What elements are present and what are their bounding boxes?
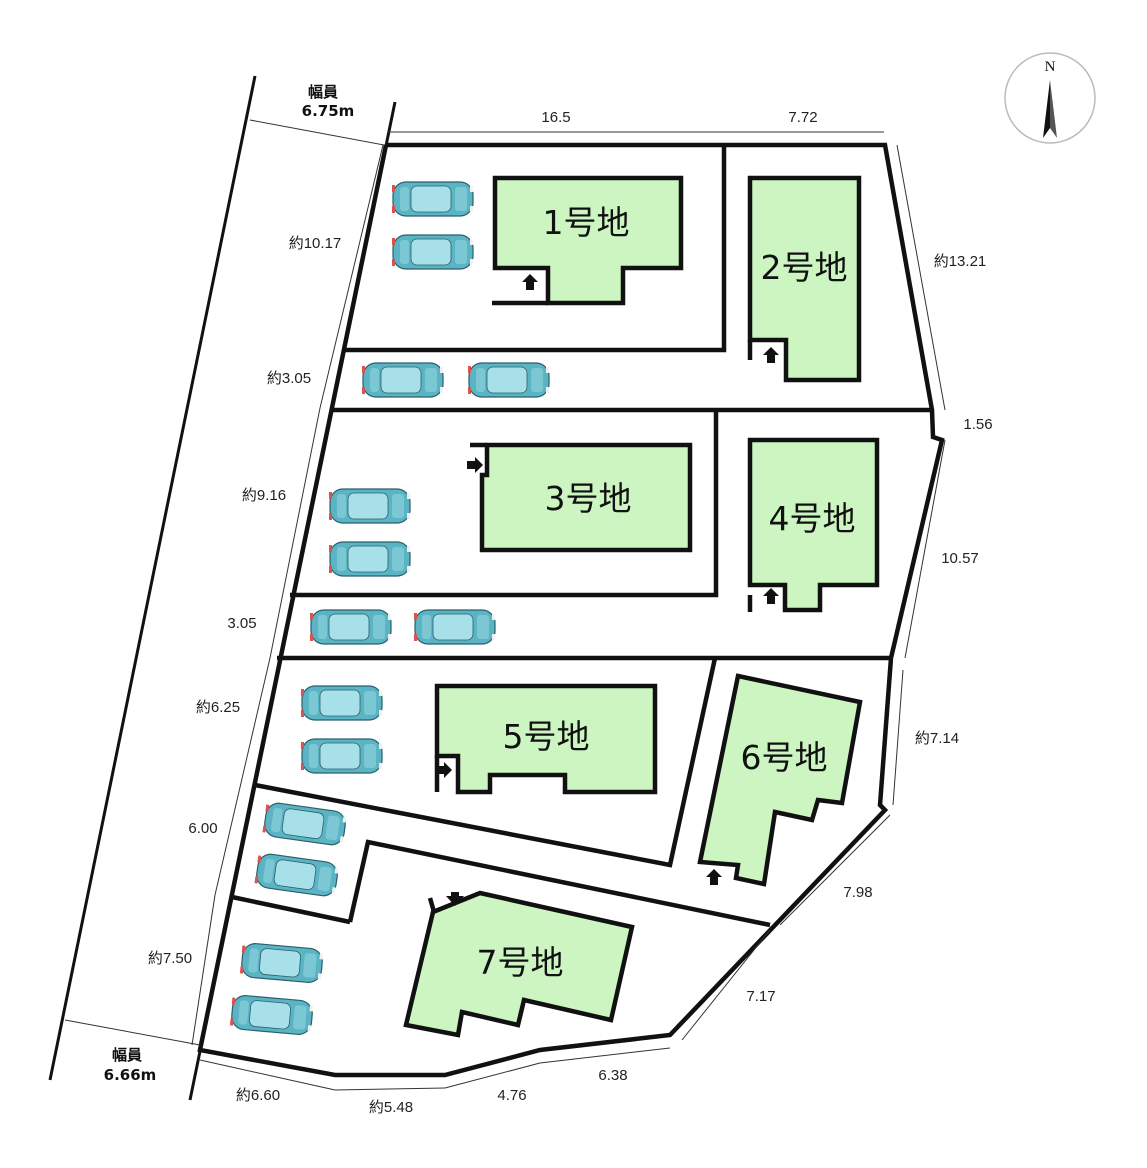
dim-right-5: 7.98 bbox=[843, 884, 872, 901]
dim-top-right: 7.72 bbox=[788, 109, 817, 126]
lot-4-building bbox=[747, 437, 880, 613]
road-label-south: 幅員 bbox=[112, 1046, 142, 1064]
car-icon bbox=[468, 362, 550, 398]
car-icon bbox=[301, 685, 383, 721]
lot-5-label: 5号地 bbox=[503, 717, 590, 756]
lot-3-label: 3号地 bbox=[545, 479, 632, 518]
car-icon bbox=[392, 181, 474, 217]
lot-7-label: 7号地 bbox=[477, 943, 564, 982]
entrance-arrow-icon bbox=[763, 347, 779, 363]
road-width-north: 6.75m bbox=[302, 102, 355, 120]
lot-4[interactable] bbox=[747, 437, 880, 613]
lot-6-label: 6号地 bbox=[741, 738, 828, 777]
dim-left-4: 3.05 bbox=[227, 615, 256, 632]
dimension-lines bbox=[64, 119, 946, 1091]
lot-lines bbox=[231, 145, 932, 928]
entrance-arrow-icon bbox=[467, 457, 483, 473]
compass-icon: N bbox=[1004, 52, 1096, 144]
dim-bottom-1: 約6.60 bbox=[236, 1087, 280, 1104]
entrance-arrow-icon bbox=[522, 274, 538, 290]
car-icon bbox=[301, 738, 383, 774]
lot-6[interactable] bbox=[697, 673, 863, 887]
dim-left-1: 約10.17 bbox=[289, 235, 342, 252]
road-label-north: 幅員 bbox=[308, 83, 338, 101]
lot-4-label: 4号地 bbox=[769, 499, 856, 538]
car-icon bbox=[329, 488, 411, 524]
car-icon bbox=[262, 802, 347, 846]
entrance-arrow-icon bbox=[763, 588, 779, 604]
lot-1-label: 1号地 bbox=[543, 203, 630, 242]
dim-left-6: 6.00 bbox=[188, 820, 217, 837]
dim-bottom-3: 4.76 bbox=[497, 1087, 526, 1104]
dim-left-7: 約7.50 bbox=[148, 950, 192, 967]
lot-5-building bbox=[434, 683, 658, 795]
dim-right-3: 10.57 bbox=[941, 550, 979, 567]
road-edge-west bbox=[48, 75, 257, 1081]
car-icon bbox=[414, 609, 496, 645]
dim-right-4: 約7.14 bbox=[915, 730, 959, 747]
compass-north-label: N bbox=[1045, 59, 1056, 75]
car-icon bbox=[392, 234, 474, 270]
parking-cars bbox=[229, 181, 550, 1035]
entrance-arrow-icon bbox=[446, 892, 464, 906]
dim-bottom-4: 6.38 bbox=[598, 1067, 627, 1084]
car-icon bbox=[362, 362, 444, 398]
dim-right-2: 1.56 bbox=[963, 416, 992, 433]
entrance-arrow-icon bbox=[706, 869, 722, 885]
lot-3-building bbox=[479, 442, 693, 553]
dim-right-1: 約13.21 bbox=[934, 253, 987, 270]
dim-bottom-2: 約5.48 bbox=[369, 1099, 413, 1116]
lot-2[interactable] bbox=[747, 175, 862, 383]
dim-right-6: 7.17 bbox=[746, 988, 775, 1005]
dim-left-2: 約3.05 bbox=[267, 370, 311, 387]
car-icon bbox=[229, 995, 313, 1035]
lot-1-building bbox=[492, 175, 684, 306]
lot-1[interactable] bbox=[492, 175, 684, 306]
road-width-south: 6.66m bbox=[104, 1066, 157, 1084]
dim-top-left: 16.5 bbox=[541, 109, 570, 126]
lot-3[interactable] bbox=[467, 442, 693, 553]
lot-5[interactable] bbox=[434, 683, 658, 795]
lot-7-building bbox=[403, 890, 635, 1038]
car-icon bbox=[310, 609, 392, 645]
site-boundary bbox=[197, 142, 945, 1078]
lot-2-label: 2号地 bbox=[761, 248, 848, 287]
car-icon bbox=[254, 853, 339, 897]
dim-left-5: 約6.25 bbox=[196, 699, 240, 716]
lot-7[interactable] bbox=[403, 890, 635, 1038]
entrance-arrow-icon bbox=[436, 762, 452, 778]
dim-left-3: 約9.16 bbox=[242, 487, 286, 504]
car-icon bbox=[239, 943, 323, 983]
lot-6-building bbox=[697, 673, 863, 887]
car-icon bbox=[329, 541, 411, 577]
